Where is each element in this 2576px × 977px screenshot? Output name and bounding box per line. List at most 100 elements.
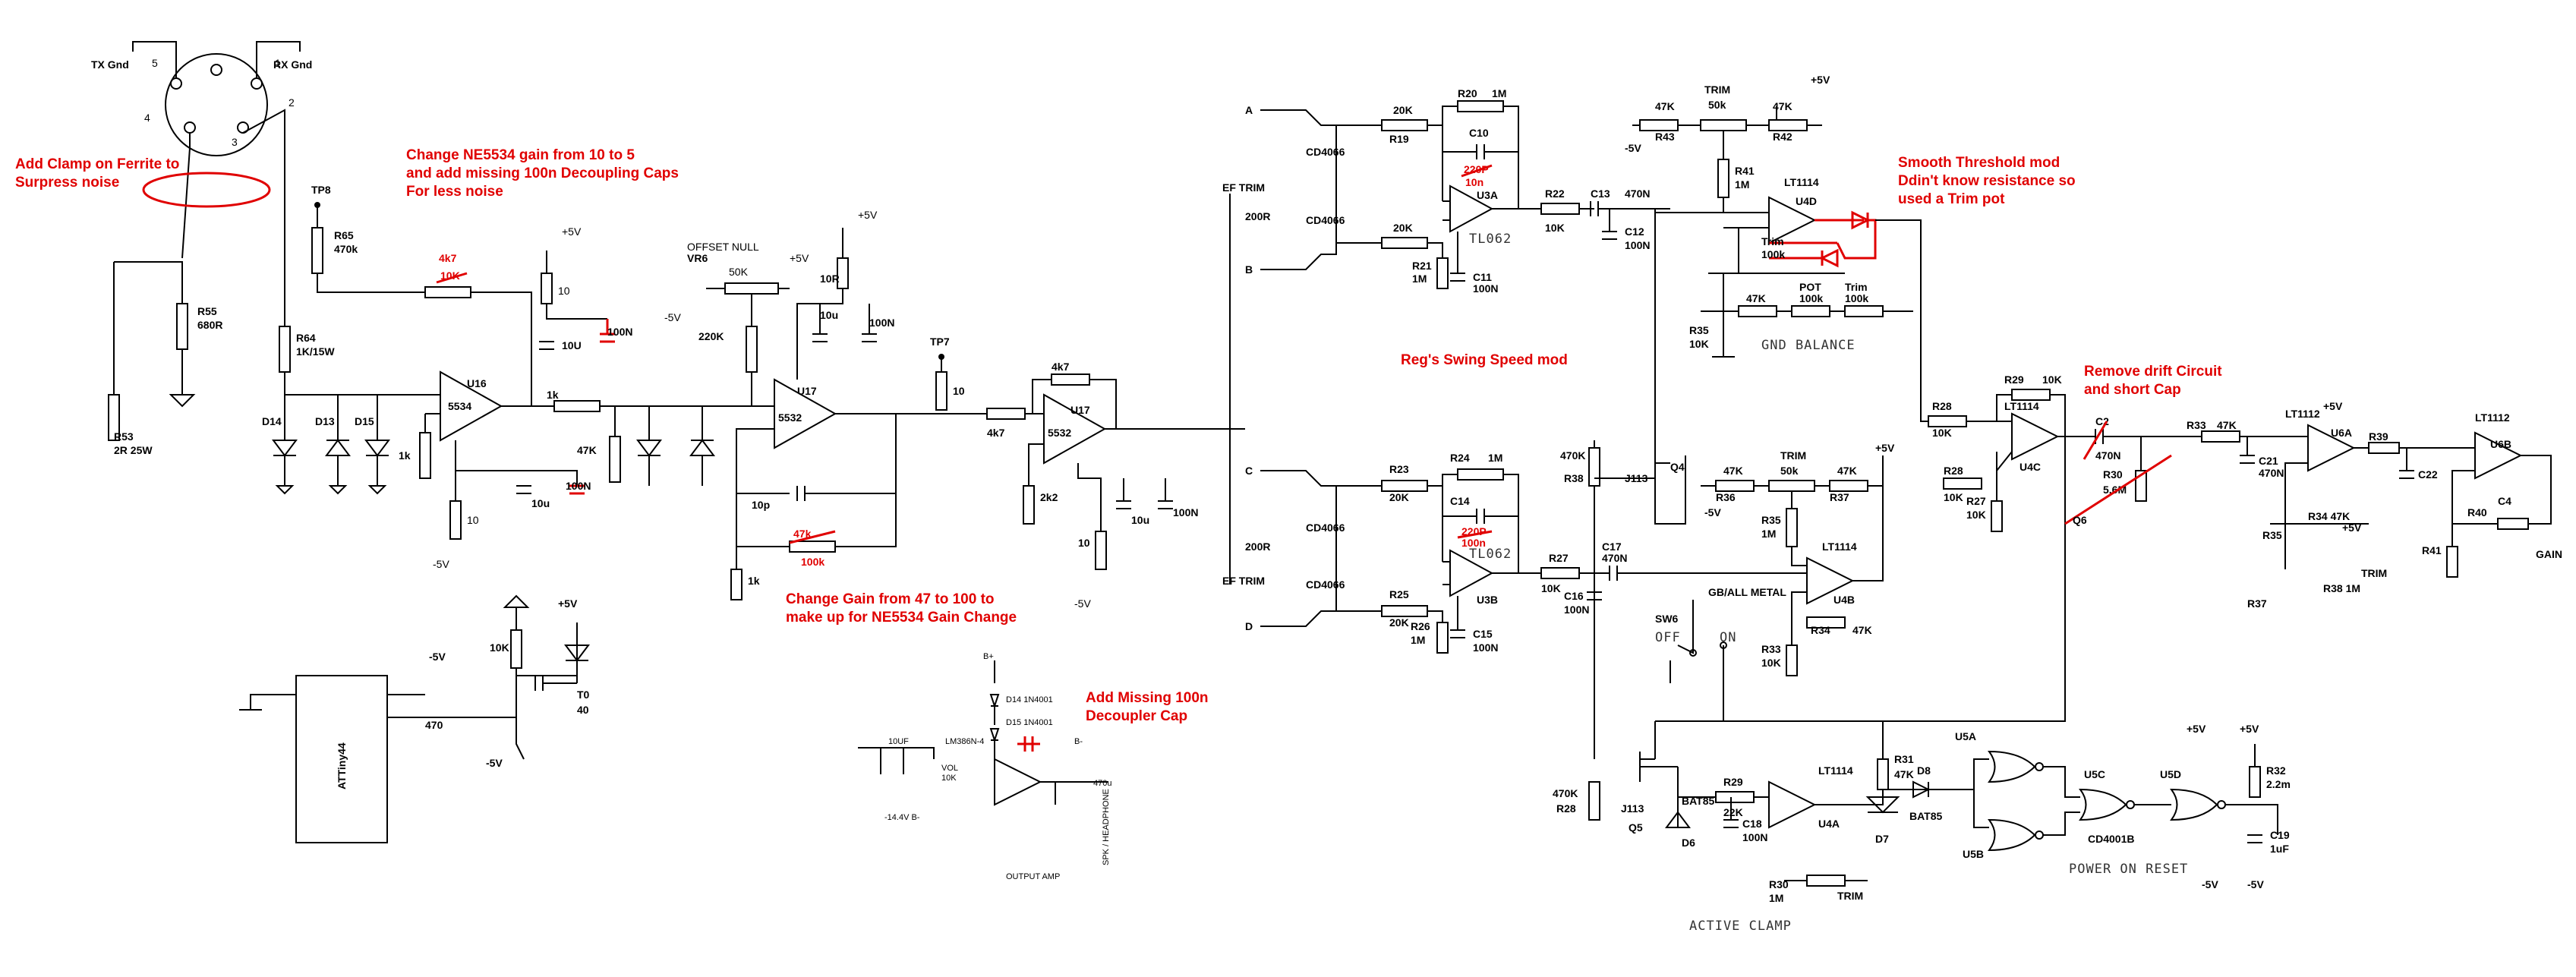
c10u-neg: 10u: [531, 497, 550, 509]
u6-vplus-top: +5V: [2323, 400, 2343, 412]
u6b-opamp: U6B LT1112: [2474, 411, 2523, 480]
sw6-off: OFF: [1655, 630, 1681, 645]
u5a-gate: U5A: [1955, 730, 2044, 783]
r35b-label: R35: [1761, 514, 1781, 526]
r35-value: 10K: [1689, 338, 1709, 350]
r2k2-label: 2k2: [1040, 491, 1058, 503]
r1k-u17: 1k: [748, 575, 760, 587]
sw6-switch[interactable]: SW6 OFF ON: [1655, 607, 1736, 683]
r65-value: 470k: [334, 243, 358, 255]
c100n-new2: 100n: [1461, 537, 1486, 549]
note-threshold-2: Ddin't know resistance so: [1898, 173, 2076, 189]
note-swing: Reg's Swing Speed mod: [1401, 352, 1568, 368]
r19-label: R19: [1389, 133, 1409, 145]
r20-label: R20: [1458, 87, 1477, 99]
r41b-label: R41: [2422, 544, 2442, 556]
r37-value: 47K: [1837, 465, 1857, 477]
r64-value: 1K/15W: [296, 345, 335, 358]
lt1114-d: LT1114: [1784, 176, 1819, 188]
r29-value: 10K: [2042, 373, 2062, 386]
c18-value: 100N: [1742, 831, 1767, 843]
r10-tp7: 10: [953, 385, 965, 397]
c17-value: 470N: [1602, 552, 1627, 564]
u17b-label: U17: [1070, 404, 1090, 416]
r41-label: R41: [1735, 165, 1755, 177]
output-amp-label: OUTPUT AMP: [1006, 872, 1060, 881]
note-decoupler-2: Decoupler Cap: [1086, 708, 1187, 724]
pot-label: POT: [1799, 281, 1821, 293]
pin-3-label: 3: [232, 136, 238, 148]
r26-label: R26: [1411, 620, 1430, 632]
r39-label: R39: [2369, 430, 2388, 443]
r24-label: R24: [1450, 452, 1470, 464]
r220k-label: 220K: [698, 330, 724, 342]
u5b-label: U5B: [1963, 848, 1984, 860]
c15-value: 100N: [1473, 641, 1498, 654]
attiny-vplus: +5V: [558, 597, 578, 610]
r47k-old: 47k: [793, 528, 812, 540]
r10k-attiny: 10K: [490, 641, 509, 654]
r20-value: 1M: [1492, 87, 1506, 99]
r32-label: R32: [2266, 764, 2286, 777]
r470k-clamp: 470K: [1553, 787, 1578, 799]
u5d-vplus: +5V: [2187, 723, 2206, 735]
r27b-value: 10K: [1966, 509, 1986, 521]
din-connector: TX Gnd RX Gnd 5 4 3 2 1: [91, 41, 312, 259]
r36-value: 47K: [1723, 465, 1743, 477]
r47k-label: 47K: [577, 444, 597, 456]
c11-value: 100N: [1473, 282, 1498, 295]
c18-label: C18: [1742, 818, 1762, 830]
r34b-label: R34 47K: [2308, 510, 2350, 522]
r4k7-c: 4k7: [1052, 361, 1070, 373]
c11-label: C11: [1473, 271, 1492, 283]
r27-label: R27: [1549, 552, 1569, 564]
r42-vplus: +5V: [1811, 74, 1830, 86]
c14-label: C14: [1450, 495, 1470, 507]
r22-value: 10K: [1545, 222, 1565, 234]
u16-part: 5534: [448, 400, 471, 412]
r35-label: R35: [1689, 324, 1709, 336]
attiny-label: ATTiny44: [336, 742, 348, 789]
u6a-label: U6A: [2331, 427, 2352, 439]
r200-bottom: 200R: [1245, 541, 1270, 553]
vr6-vplus: +5V: [790, 252, 809, 264]
u3a-opamp: U3A TL062: [1449, 184, 1511, 247]
u17b-part: 5532: [1048, 427, 1071, 439]
c10uf-label: 10UF: [888, 737, 909, 746]
r37-label: R37: [1830, 491, 1849, 503]
note-gain-2: make up for NE5534 Gain Change: [786, 610, 1017, 626]
r31-label: R31: [1894, 753, 1914, 765]
j113-clamp: J113: [1621, 802, 1644, 815]
u6-vplus: +5V: [2342, 522, 2362, 534]
trim3-label: TRIM: [2361, 567, 2387, 579]
c15-label: C15: [1473, 628, 1493, 640]
ef-trim-top: EF TRIM: [1222, 181, 1265, 194]
lt1114-c: LT1114: [2004, 400, 2039, 412]
vr6-label: VR6: [687, 252, 708, 264]
trim-label: TRIM: [1704, 84, 1730, 96]
ferrite-clamp-marker: [142, 172, 271, 208]
c10u-u17b: 10u: [1131, 514, 1149, 526]
u5a-label: U5A: [1955, 730, 1976, 742]
r470-label: 470: [425, 719, 443, 731]
r23-label: R23: [1389, 463, 1409, 475]
output-amp: B+ D14 1N4001 D15 1N4001 LM386N-4 10UF V…: [858, 652, 1111, 881]
u5d-gate: U5D: [2160, 768, 2226, 821]
r47k-gnd: 47K: [1746, 292, 1766, 304]
c22-label: C22: [2418, 468, 2438, 481]
r37b-label: R37: [2247, 597, 2267, 610]
r30-value: 5.6M: [2103, 484, 2127, 496]
c16-value: 100N: [1564, 604, 1589, 616]
gain-label: GAIN: [2536, 548, 2562, 560]
u5b-gate: U5B: [1963, 818, 2044, 860]
active-clamp-label: ACTIVE CLAMP: [1689, 919, 1792, 934]
c10p-label: 10p: [752, 499, 770, 511]
d8-label: D8: [1917, 764, 1931, 777]
r32-value: 2.2m: [2266, 778, 2291, 790]
rx-gnd-label: RX Gnd: [273, 58, 312, 71]
t0-label: T0: [577, 689, 590, 701]
r28b-label: R28: [1944, 465, 1963, 477]
c2-value: 470N: [2095, 449, 2120, 462]
u17b-vminus: -5V: [1074, 597, 1091, 610]
u3a-label: U3A: [1477, 189, 1498, 201]
